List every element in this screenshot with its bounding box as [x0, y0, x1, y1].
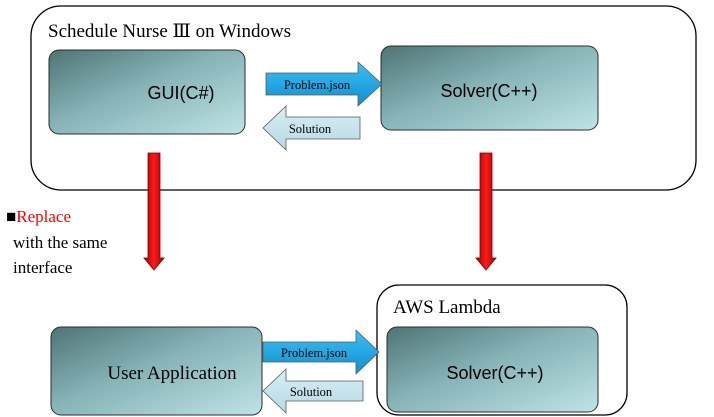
solver-bottom-label: Solver(C++)	[446, 363, 543, 383]
solver-top-label: Solver(C++)	[440, 81, 537, 101]
gui-box-label: GUI(C#)	[148, 83, 215, 103]
bottom-solution-arrow: Solution	[262, 368, 364, 414]
top-group-title: Schedule Nurse Ⅲ on Windows	[48, 21, 291, 42]
gui-box: GUI(C#)	[48, 49, 246, 135]
solver-bottom-box: Solver(C++)	[386, 326, 599, 413]
top-solution-arrow-label: Solution	[289, 122, 332, 136]
solver-top-box: Solver(C++)	[380, 45, 599, 131]
replace-note: ■Replace with the same interface	[6, 207, 107, 277]
user-application-box: User Application	[50, 326, 263, 416]
user-application-label: User Application	[107, 363, 237, 384]
top-problem-arrow: Problem.json	[265, 61, 383, 107]
bottom-problem-arrow: Problem.json	[262, 329, 380, 375]
replace-note-line1: ■Replace	[6, 207, 71, 226]
bullet-square-icon: ■	[6, 207, 16, 226]
top-problem-arrow-label: Problem.json	[284, 78, 351, 92]
top-solution-arrow: Solution	[262, 105, 361, 151]
replace-arrow-right	[475, 152, 497, 271]
aws-group-title: AWS Lambda	[393, 297, 501, 318]
bottom-problem-arrow-label: Problem.json	[281, 346, 348, 360]
bottom-solution-arrow-label: Solution	[290, 385, 333, 399]
replace-note-line2: with the same	[13, 233, 107, 252]
replace-arrow-left	[143, 152, 165, 271]
replace-note-line3: interface	[13, 258, 72, 277]
replace-highlight: Replace	[16, 207, 71, 226]
